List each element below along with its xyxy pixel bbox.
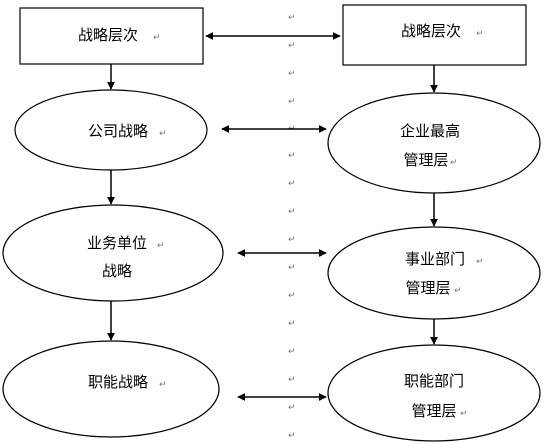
paragraph-mark: ↵ — [288, 403, 296, 413]
paragraph-mark: ↵ — [288, 41, 296, 51]
left-title-label: 战略层次 — [78, 26, 138, 44]
right-title-box — [342, 4, 527, 66]
functional-strategy-node — [2, 340, 220, 438]
left-column: 战略层次 ↵ 公司战略 ↵ 业务单位 ↵ 战略 职能战略 ↵ — [2, 7, 224, 438]
business-strategy-label-line1: 业务单位 — [87, 234, 147, 252]
right-column: 战略层次 ↵ 企业最高 管理层 ↵ 事业部门 ↵ 管理层 ↵ 职能部门 管理层 … — [327, 4, 541, 442]
division-management-label-line1: 事业部门 — [405, 250, 465, 268]
correspondence-arrows — [205, 32, 341, 401]
paragraph-mark: ↵ — [288, 235, 296, 245]
division-management-node — [327, 226, 541, 320]
paragraph-mark: ↵ — [288, 263, 296, 273]
paragraph-mark: ↵ — [460, 409, 468, 419]
corporate-strategy-label: 公司战略 — [88, 122, 148, 140]
paragraph-mark: ↵ — [288, 179, 296, 189]
paragraph-mark: ↵ — [454, 286, 462, 296]
paragraph-mark: ↵ — [288, 69, 296, 79]
paragraph-mark: ↵ — [288, 97, 296, 107]
paragraph-mark: ↵ — [288, 375, 296, 385]
business-strategy-node — [2, 204, 224, 302]
paragraph-mark: ↵ — [288, 151, 296, 161]
paragraph-mark: ↵ — [476, 29, 484, 39]
paragraph-mark: ↵ — [159, 380, 167, 390]
paragraph-mark: ↵ — [288, 319, 296, 329]
top-management-label-line2: 管理层 — [403, 151, 448, 169]
functional-management-label-line1: 职能部门 — [404, 372, 464, 390]
paragraph-mark: ↵ — [288, 13, 296, 23]
paragraph-mark-column: ↵↵↵↵↵↵↵↵↵↵↵↵↵↵↵↵ — [288, 13, 296, 441]
paragraph-mark: ↵ — [476, 257, 484, 267]
top-management-label-line1: 企业最高 — [400, 122, 460, 140]
paragraph-mark: ↵ — [288, 291, 296, 301]
paragraph-mark: ↵ — [450, 158, 458, 168]
right-title-label: 战略层次 — [401, 22, 461, 40]
functional-management-label-line2: 管理层 — [411, 402, 456, 420]
paragraph-mark: ↵ — [288, 207, 296, 217]
paragraph-mark: ↵ — [153, 33, 161, 43]
top-management-node — [327, 92, 541, 194]
paragraph-mark: ↵ — [159, 129, 167, 139]
business-strategy-label-line2: 战略 — [102, 262, 132, 280]
paragraph-mark: ↵ — [288, 431, 296, 441]
division-management-label-line2: 管理层 — [405, 279, 450, 297]
paragraph-mark: ↵ — [288, 347, 296, 357]
functional-strategy-label: 职能战略 — [88, 373, 148, 391]
functional-management-node — [327, 344, 541, 442]
paragraph-mark: ↵ — [157, 241, 165, 251]
